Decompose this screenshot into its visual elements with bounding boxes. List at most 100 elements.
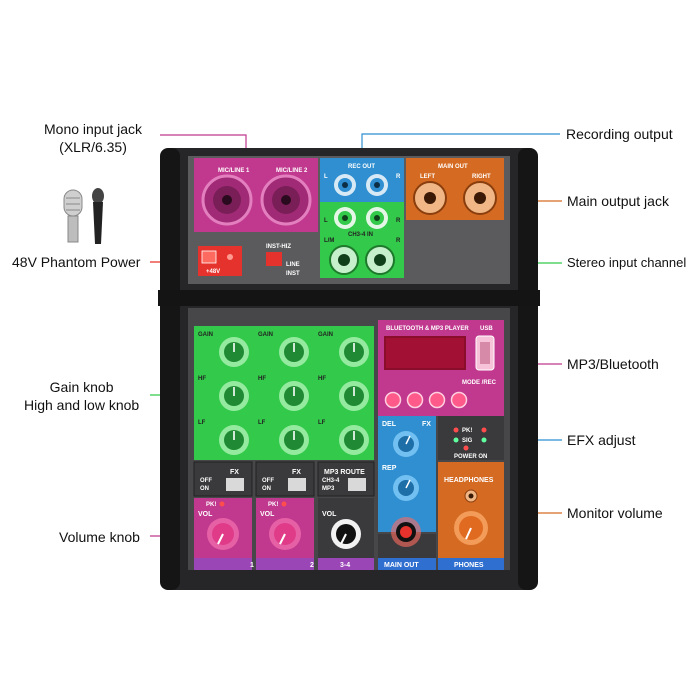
headphones-label: HEADPHONES — [444, 477, 494, 484]
gain-knob-ch1[interactable] — [219, 337, 249, 367]
channel-label-1: 1 — [250, 562, 254, 569]
mode-rec-label: MODE /REC — [462, 380, 497, 386]
ch34-in-l: L — [324, 218, 328, 224]
gain-knob-ch2[interactable] — [279, 337, 309, 367]
gain-label: GAIN — [258, 332, 273, 338]
phones-label: PHONES — [454, 562, 484, 569]
vol-label-2: VOL — [260, 511, 275, 518]
dynamic-mic-icon — [92, 188, 104, 244]
ch34-in-label: CH3-4 IN — [348, 232, 373, 238]
mid-divider — [158, 290, 540, 306]
hf-knob-ch3[interactable] — [339, 381, 369, 411]
callout-recording-output: Recording output — [566, 126, 673, 142]
main-out-left: LEFT — [420, 174, 435, 180]
usb-label: USB — [480, 326, 493, 332]
gain-label: GAIN — [318, 332, 333, 338]
main-out-volume-knob[interactable] — [391, 517, 421, 547]
main-out-jack-right[interactable] — [463, 181, 497, 215]
callout-stereo-input: Stereo input channel — [567, 255, 687, 270]
gain-label: GAIN — [198, 332, 213, 338]
hf-knob-ch2[interactable] — [279, 381, 309, 411]
rep-label: REP — [382, 465, 397, 472]
lf-knob-ch2[interactable] — [279, 425, 309, 455]
fx-on-2: ON — [262, 486, 271, 492]
mode-rec-button[interactable] — [450, 391, 468, 409]
lf-knob-ch3[interactable] — [339, 425, 369, 455]
prev-button[interactable] — [384, 391, 402, 409]
rec-out-label: REC OUT — [348, 164, 375, 170]
sig-led-left — [453, 437, 459, 443]
mp3-buttons — [384, 391, 468, 409]
main-out-right: RIGHT — [472, 174, 491, 180]
play-pause-button[interactable] — [428, 391, 446, 409]
volume-knob-34[interactable] — [331, 519, 361, 549]
mic-line-2-label: MIC/LINE 2 — [276, 168, 308, 174]
side-rail-left — [160, 148, 180, 590]
mp3-route-label: MP3 ROUTE — [324, 469, 365, 476]
side-rail-right — [518, 148, 538, 590]
fx-label-2: FX — [292, 469, 301, 476]
quarter-inch-jack-lm[interactable] — [329, 245, 359, 275]
mixer-device: MIC/LINE 1 MIC/LINE 2 +48V INST-HIZ LINE… — [158, 148, 540, 590]
channel-bar-2 — [256, 558, 314, 570]
rec-out-l: L — [324, 174, 328, 180]
hf-label: HF — [198, 376, 206, 382]
volume-knob-2[interactable] — [269, 518, 301, 550]
fx-button-1[interactable] — [226, 478, 244, 491]
callout-mono-input: Mono input jack (XLR/6.35) — [44, 120, 142, 156]
rca-jack-rec-left[interactable] — [334, 174, 356, 196]
combo-jack-1[interactable] — [201, 174, 253, 226]
fx-off-2: OFF — [262, 478, 274, 484]
condenser-mic-icon — [63, 189, 83, 243]
hf-label: HF — [318, 376, 326, 382]
callout-gain-knob-line2: High and low knob — [24, 397, 140, 413]
main-out-top-label: MAIN OUT — [438, 164, 468, 170]
pk-led-2 — [281, 501, 287, 507]
pk-led-left — [453, 427, 459, 433]
rep-knob[interactable] — [393, 475, 419, 501]
del-knob[interactable] — [393, 431, 419, 457]
channel-bar-1 — [194, 558, 252, 570]
main-out-bottom-label: MAIN OUT — [384, 562, 419, 569]
rec-out-r: R — [396, 174, 401, 180]
rca-jack-ch34-left[interactable] — [334, 207, 356, 229]
callout-phantom-power: 48V Phantom Power — [12, 254, 141, 270]
mic-line-1-label: MIC/LINE 1 — [218, 168, 250, 174]
main-out-jack-left[interactable] — [413, 181, 447, 215]
hf-knob-ch1[interactable] — [219, 381, 249, 411]
callout-efx-adjust: EFX adjust — [567, 432, 636, 448]
main-out-bar — [378, 558, 436, 570]
callout-gain-knob-line1: Gain knob — [49, 379, 114, 395]
lf-label: LF — [198, 420, 206, 426]
channel-label-34: 3-4 — [340, 562, 350, 569]
phantom-48v-label: +48V — [206, 269, 220, 275]
rca-jack-ch34-right[interactable] — [366, 207, 388, 229]
volume-knob-1[interactable] — [207, 518, 239, 550]
mp3-route-button[interactable] — [348, 478, 366, 491]
sig-led-right — [481, 437, 487, 443]
power-on-label: POWER ON — [454, 454, 487, 460]
sig-indicator-label: SIG — [462, 438, 473, 444]
pk-label-2: PK! — [268, 502, 278, 508]
route-ch34: CH3-4 — [322, 478, 340, 484]
rca-jack-rec-right[interactable] — [366, 174, 388, 196]
headphones-volume-knob[interactable] — [454, 511, 488, 545]
inst-hiz-switch[interactable] — [266, 252, 282, 266]
pk-label-1: PK! — [206, 502, 216, 508]
fx-label-1: FX — [230, 469, 239, 476]
lf-knob-ch1[interactable] — [219, 425, 249, 455]
bt-player-label: BLUETOOTH & MP3 PLAYER — [386, 326, 469, 332]
phones-bar — [438, 558, 504, 570]
callout-monitor-volume: Monitor volume — [567, 505, 663, 521]
microphones-illustration — [63, 188, 104, 244]
quarter-inch-jack-r[interactable] — [365, 245, 395, 275]
fx-button-2[interactable] — [288, 478, 306, 491]
gain-knob-ch3[interactable] — [339, 337, 369, 367]
callout-gain-knob: Gain knob High and low knob — [24, 378, 139, 414]
headphone-jack[interactable] — [464, 489, 478, 503]
callout-mono-input-line1: Mono input jack — [44, 121, 143, 137]
next-button[interactable] — [406, 391, 424, 409]
fx-off-1: OFF — [200, 478, 212, 484]
combo-jack-2[interactable] — [260, 174, 312, 226]
